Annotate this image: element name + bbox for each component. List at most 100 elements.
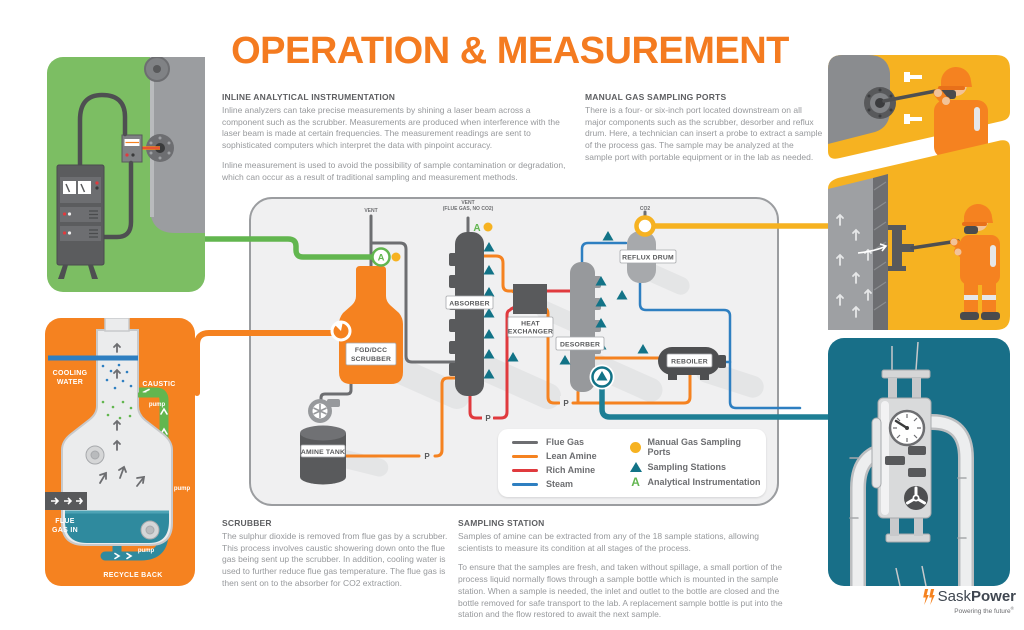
panel-sampling-station-illustration [828,338,1010,586]
svg-text:CO2: CO2 [640,206,651,212]
analyzer-cabinet [56,164,105,279]
svg-text:P: P [563,399,569,408]
panel-inline-analyzer [47,57,205,292]
green-a-icon: A [631,475,640,489]
svg-text:(FLUE GAS, NO CO2): (FLUE GAS, NO CO2) [443,206,494,212]
yellow-circle-icon [628,441,644,453]
svg-text:P: P [424,452,430,461]
vessel-wall [873,174,888,330]
legend-row-lean-amine: Lean Amine [512,451,628,461]
logo-wordmark: SaskPower [938,588,1016,605]
flue-gas-lines [319,210,647,404]
gas-flow-arrows [99,342,146,487]
flange-port [864,87,896,119]
panel-labels: COOLING WATER CAUSTIC pump pump pump FLU… [52,370,190,579]
green-connector [202,236,374,260]
panel-connectors [194,223,832,420]
section-manual-sampling: MANUAL GAS SAMPLING PORTS There is a fou… [585,92,823,172]
svg-text:SCRUBBER: SCRUBBER [351,356,391,363]
vessel-shape [828,55,890,144]
laser-device [121,134,160,163]
legend-label: Rich Amine [546,465,596,475]
vessel-illustration [144,57,205,233]
cooling-water-line [48,355,138,390]
wall-hatching [873,181,887,311]
diagram-legend: Flue Gas Lean Amine Rich Amine Steam Man… [498,429,766,497]
label-slots [885,446,926,477]
sample-station-box [871,341,932,586]
vessel-interior [828,178,873,330]
scrubber-panel-port [330,320,352,342]
legend-row-rich-amine: Rich Amine [512,465,628,475]
sampling-port-tee [857,225,914,271]
diagram-labels: VENT VENT (FLUE GAS, NO CO2) CO2 FGD/DCC… [300,200,713,461]
svg-text:pump: pump [138,548,155,554]
cable [77,92,134,240]
svg-text:AMINE TANK: AMINE TANK [301,449,345,456]
gauge-icon [888,409,926,447]
section-paragraph: Inline analyzers can take precise measur… [222,105,560,151]
section-paragraph: To ensure that the samples are fresh, an… [458,562,783,620]
gas-arrows [836,213,872,318]
svg-text:P: P [485,414,491,423]
legend-row-steam: Steam [512,479,628,489]
svg-text:ABSORBER: ABSORBER [449,301,490,308]
legend-label: Lean Amine [546,451,597,461]
legend-label: Flue Gas [546,437,585,447]
svg-text:A: A [378,253,385,264]
svg-text:HEAT: HEAT [521,321,540,328]
svg-text:GAS IN: GAS IN [52,527,78,534]
legend-row-analytical: A Analytical Instrumentation [628,475,766,489]
process-lines [319,210,802,458]
caustic-line [101,392,161,420]
svg-text:A: A [473,223,480,234]
rich-amine-swatch [512,468,538,472]
sampling-port-icon [391,252,401,262]
flue-gas-swatch [512,440,538,444]
orange-connector [194,330,334,396]
logo-power: Power [970,588,1016,605]
flange-icons [85,445,160,540]
section-heading: MANUAL GAS SAMPLING PORTS [585,92,727,102]
valve-wheel-icon [904,486,928,510]
svg-text:FLUE: FLUE [55,518,75,525]
steam-swatch [512,482,538,486]
svg-text:COOLING: COOLING [53,370,88,377]
svg-text:EXCHANGER: EXCHANGER [508,329,553,336]
analytical-marker-absorber: A [473,222,493,234]
section-paragraph: The sulphur dioxide is removed from flue… [222,531,448,588]
panel-scrubber-cutaway: COOLING WATER CAUSTIC pump pump pump FLU… [45,318,195,586]
flue-gas-inlet [45,492,87,510]
sampling-port-panel-bottom [828,140,1010,330]
svg-text:REBOILER: REBOILER [671,359,708,366]
svg-text:CAUSTIC: CAUSTIC [142,381,175,388]
saskpower-logo-icon [922,588,935,605]
absorber-vessel [449,232,484,396]
section-paragraph: Inline measurement is used to avoid the … [222,159,566,182]
legend-label: Sampling Stations [647,462,727,472]
pump-markers: P P P [421,396,571,461]
svg-text:REFLUX DRUM: REFLUX DRUM [622,255,674,262]
teal-connector [599,385,832,420]
technician-figure [933,66,988,158]
svg-text:FGD/DCC: FGD/DCC [355,347,387,354]
legend-label: Manual Gas Sampling Ports [647,437,742,457]
section-scrubber: SCRUBBER The sulphur dioxide is removed … [222,518,450,598]
svg-text:VENT: VENT [364,208,377,214]
section-sampling-station: SAMPLING STATION Samples of amine can be… [458,518,790,629]
lean-amine-swatch [512,454,538,458]
svg-text:WATER: WATER [57,379,83,386]
page-title: OPERATION & MEASUREMENT [231,30,789,72]
sampling-port-icon [483,222,493,232]
section-heading: INLINE ANALYTICAL INSTRUMENTATION [222,92,396,102]
svg-text:pump: pump [174,486,191,492]
section-heading: SAMPLING STATION [458,518,545,528]
svg-text:RECYCLE BACK: RECYCLE BACK [103,572,162,579]
svg-text:DESORBER: DESORBER [560,342,600,349]
svg-text:pump: pump [149,402,166,408]
svg-text:VENT: VENT [461,200,474,206]
section-heading: SCRUBBER [222,518,272,528]
panel-gas-sampling-illustrations [828,55,1010,330]
legend-label: Analytical Instrumentation [647,477,761,487]
